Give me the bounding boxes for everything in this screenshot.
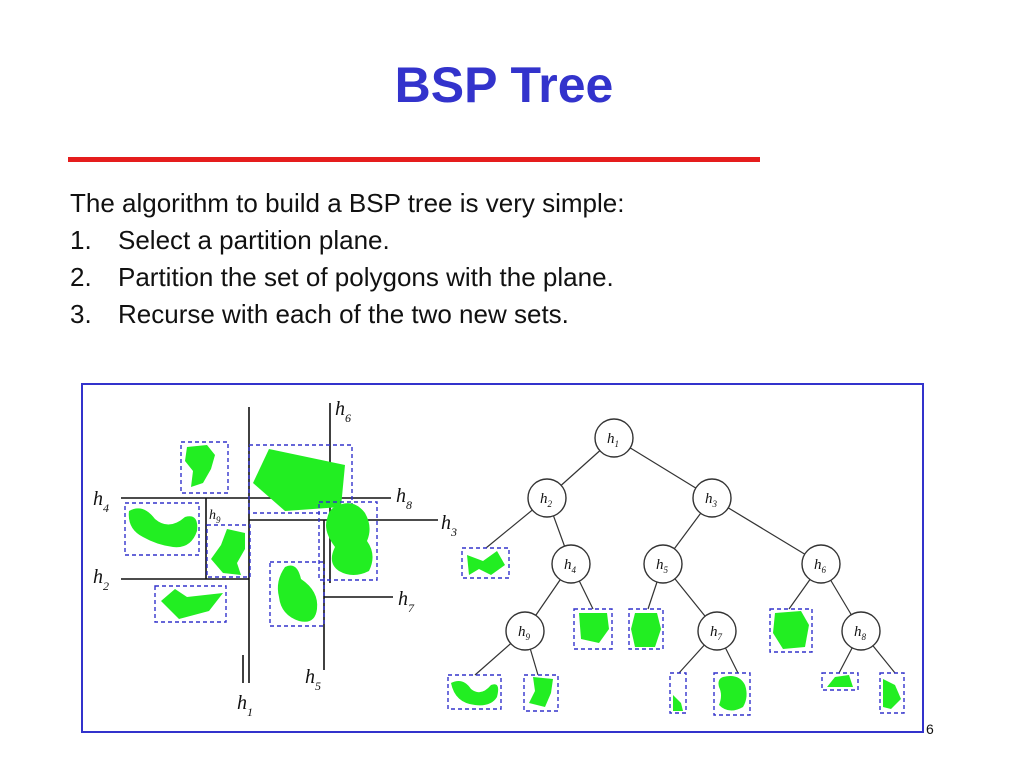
tree-node-h1: h1 [594,418,634,458]
tree-leaves [447,547,905,716]
svg-text:h7: h7 [710,624,723,642]
tree-node-h6: h6 [801,544,841,584]
poly-box-5 [318,501,378,581]
svg-text:h4: h4 [564,557,577,575]
tree-node-h4: h4 [551,544,591,584]
page-number: 6 [926,721,934,737]
step-1: 1.Select a partition plane. [70,225,390,255]
tree-nodes: h1 h2 h3 h4 h5 h6 [505,418,881,651]
plane-label-h8: h8 [396,485,412,512]
intro-text: The algorithm to build a BSP tree is ver… [70,188,625,218]
bsp-figure: h6 h8 h3 h4 h2 h9 h7 h5 h1 [81,383,924,733]
plane-label-h6: h6 [335,398,351,425]
tree-leaf-i [821,672,859,691]
partition-labels: h6 h8 h3 h4 h2 h9 h7 h5 h1 [93,398,457,719]
tree-leaf-c [628,608,664,650]
svg-text:h3: h3 [705,491,718,509]
plane-label-h3: h3 [441,512,457,539]
svg-text:h2: h2 [540,491,553,509]
poly-6 [161,589,223,619]
poly-1 [185,445,215,487]
tree-leaf-f [523,674,559,712]
poly-3 [128,508,198,548]
plane-label-h7: h7 [398,588,415,615]
poly-box-7 [269,561,325,627]
step-3: 3.Recurse with each of the two new sets. [70,299,569,329]
algorithm-steps: 1.Select a partition plane. 2.Partition … [70,222,614,333]
svg-text:h5: h5 [656,557,669,575]
svg-text:h9: h9 [518,624,531,642]
poly-box-2 [248,444,353,514]
tree-leaf-d [769,608,813,653]
poly-box-3 [124,502,200,556]
partition-diagram [121,403,438,683]
bsp-figure-svg: h6 h8 h3 h4 h2 h9 h7 h5 h1 [93,398,905,719]
tree-node-h2: h2 [527,478,567,518]
partition-polygons [124,441,378,627]
tree-leaf-j [879,672,905,714]
tree-leaf-g [669,672,687,714]
tree-node-h3: h3 [692,478,732,518]
plane-label-h2: h2 [93,566,109,593]
tree-node-h9: h9 [505,611,545,651]
plane-label-h5: h5 [305,666,321,693]
tree-leaf-h [713,672,751,716]
slide-title: BSP Tree [394,57,614,113]
tree-leaf-a [461,547,510,579]
svg-text:h1: h1 [607,431,619,449]
tree-leaf-b [573,608,613,650]
plane-label-h1: h1 [237,692,253,719]
tree-leaf-e [447,674,502,710]
poly-7 [277,565,318,622]
tree-node-h8: h8 [841,611,881,651]
svg-text:h8: h8 [854,624,867,642]
poly-box-1 [180,441,229,494]
poly-2 [253,449,345,511]
tree-node-h5: h5 [643,544,683,584]
tree-node-h7: h7 [697,611,737,651]
plane-label-h4: h4 [93,488,109,515]
plane-label-h9: h9 [209,508,221,525]
poly-box-6 [154,585,227,623]
title-divider [68,157,760,162]
poly-box-4 [206,524,251,578]
poly-5 [326,503,373,575]
step-2: 2.Partition the set of polygons with the… [70,262,614,292]
poly-4 [211,529,245,575]
svg-text:h6: h6 [814,557,827,575]
